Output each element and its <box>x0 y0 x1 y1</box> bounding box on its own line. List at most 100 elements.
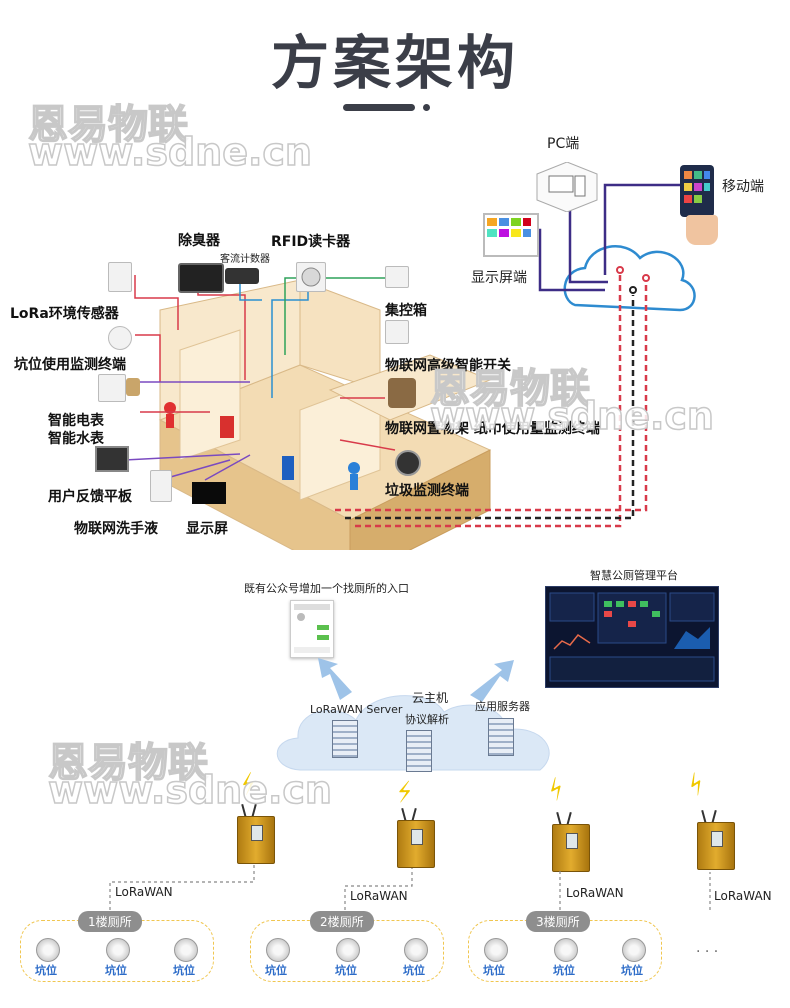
pc-label: PC端 <box>547 136 580 152</box>
data-link-3 <box>335 282 648 512</box>
concentrator-icon-1 <box>385 266 409 288</box>
watermark-text: 恩易物联 <box>27 101 189 149</box>
pit-icon <box>106 938 130 962</box>
top-diagram <box>124 183 696 550</box>
watermark-url: www.sdne.cn <box>429 393 714 439</box>
gateway-icon-1 <box>237 816 275 864</box>
pit-icon <box>266 938 290 962</box>
line-lora-env <box>134 275 179 330</box>
title-underline <box>343 104 415 111</box>
floor-tag-1: 1楼厕所 <box>78 911 142 932</box>
wechat-caption: 既有公众号增加一个找厕所的入口 <box>244 582 409 595</box>
lora-env-label: LoRa环境传感器 <box>10 306 119 322</box>
people-counter-icon <box>225 268 259 284</box>
pit-label: 坑位 <box>105 964 127 977</box>
pit-icon <box>336 938 360 962</box>
wireless-bolt-icon-2: ⚡ <box>392 776 418 810</box>
pit-label: 坑位 <box>621 964 643 977</box>
pit-icon <box>484 938 508 962</box>
line-pit-monitor <box>135 334 161 382</box>
display-screen-icon <box>483 213 539 257</box>
pit-label: 坑位 <box>483 964 505 977</box>
pit-monitor-label: 坑位使用监测终端 <box>14 357 126 373</box>
mobile-phone-icon <box>680 165 714 217</box>
lorawan-links <box>109 864 711 910</box>
wechat-phone-icon <box>290 600 334 658</box>
concentrator-icon-2 <box>385 320 409 344</box>
lorawan-label-2: LoRaWAN <box>350 889 408 903</box>
pit-icon <box>36 938 60 962</box>
data-link-2 <box>345 295 635 520</box>
watermark-url: www.sdne.cn <box>47 767 332 813</box>
display-device-icon <box>192 482 226 504</box>
mobile-label: 移动端 <box>722 179 764 195</box>
lorawan-server-icon <box>332 720 358 758</box>
cloud-host-label: 云主机 <box>412 691 449 705</box>
mobile-link <box>603 183 680 275</box>
red-door <box>220 416 234 438</box>
female-icon-body <box>166 414 174 428</box>
line-concentrator <box>284 277 385 355</box>
pc-icon <box>535 161 599 213</box>
water-meter-icon <box>126 378 140 396</box>
floor-tag-2: 2楼厕所 <box>310 911 374 932</box>
stall-wall-1 <box>179 329 241 461</box>
smart-meter-icon <box>98 374 126 402</box>
shelf-icon <box>388 378 416 408</box>
platform-caption: 智慧公厕管理平台 <box>590 569 678 582</box>
female-icon <box>164 402 176 414</box>
protocol-server-icon <box>406 730 432 772</box>
rfid-label: RFID读卡器 <box>271 234 351 250</box>
feedback-tablet-label: 用户反馈平板 <box>48 489 132 505</box>
smart-switch-label: 物联网高级智能开关 <box>385 358 511 374</box>
pit-monitor-icon <box>108 326 132 350</box>
lorawan-label-1: LoRaWAN <box>115 885 173 899</box>
line-tablet <box>124 453 241 461</box>
app-server-icon <box>488 718 514 756</box>
people-counter-label: 客流计数器 <box>220 254 270 265</box>
pit-icon <box>554 938 578 962</box>
more-floors-ellipsis: . . . <box>696 940 719 956</box>
lorawan-label-3: LoRaWAN <box>566 886 624 900</box>
tissue-monitor-label: 物联网置物架 纸巾使用量监测终端 <box>385 421 600 437</box>
lorawan-server-label: LoRaWAN Server <box>310 703 403 716</box>
handwash-label: 物联网洗手液 <box>74 521 158 537</box>
watermark-text: 恩易物联 <box>429 365 591 413</box>
male-icon-body <box>350 474 358 490</box>
building-front-wall <box>159 419 351 550</box>
smart-meter-label: 智能电表 <box>48 413 104 429</box>
wireless-bolt-icon-4: ⚡ <box>680 767 715 803</box>
pc-link <box>568 205 608 284</box>
lorawan-label-4: LoRaWAN <box>714 889 772 903</box>
trash-monitor-label: 垃圾监测终端 <box>385 483 469 499</box>
display-endpoint-label: 显示屏端 <box>471 270 527 286</box>
title-underline-dot <box>423 104 430 111</box>
data-link-1 <box>355 275 622 528</box>
pit-icon <box>622 938 646 962</box>
feedback-tablet-icon <box>95 446 129 472</box>
floor-tag-3: 3楼厕所 <box>526 911 590 932</box>
pit-icon <box>174 938 198 962</box>
handwash-icon <box>150 470 172 502</box>
concentrator-label: 集控箱 <box>385 303 427 319</box>
line-display <box>204 454 251 481</box>
cloud-icon <box>563 245 696 312</box>
pit-label: 坑位 <box>173 964 195 977</box>
watermark-text: 恩易物联 <box>47 739 209 787</box>
gateway-icon-4 <box>697 822 735 870</box>
male-icon <box>348 462 360 474</box>
pit-label: 坑位 <box>335 964 357 977</box>
app-server-label: 应用服务器 <box>475 700 530 713</box>
pit-label: 坑位 <box>403 964 425 977</box>
line-counter <box>239 280 262 301</box>
rfid-reader-icon <box>296 262 326 292</box>
upload-arrows <box>318 658 514 702</box>
page-title: 方案架构 <box>270 29 519 97</box>
platform-dashboard <box>545 586 719 688</box>
protocol-label: 协议解析 <box>405 713 449 726</box>
pit-label: 坑位 <box>553 964 575 977</box>
hand-icon <box>686 215 718 245</box>
blue-door <box>282 456 294 480</box>
deodorizer-label: 除臭器 <box>178 233 220 249</box>
watermark-url: www.sdne.cn <box>27 129 312 175</box>
